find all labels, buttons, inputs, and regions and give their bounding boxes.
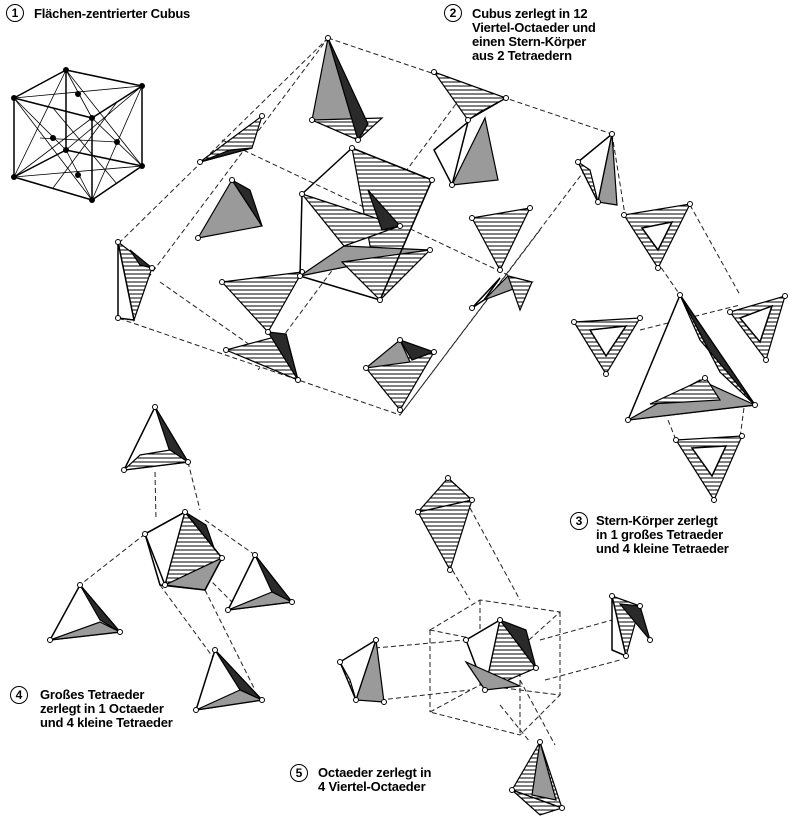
face-centered-cube — [11, 67, 145, 203]
small-tetrahedron-4-bottom — [194, 648, 265, 713]
small-tetrahedron-right — [728, 294, 788, 363]
octahedron-4-center — [143, 510, 225, 591]
label-1-caption: Flächen-zentrierter Cubus — [34, 7, 190, 21]
quarter-octahedron-top — [310, 36, 383, 143]
label-5-caption: Octaeder zerlegt in 4 Viertel-Octaeder — [318, 766, 431, 794]
quarter-octahedron-left — [116, 240, 155, 321]
quarter-octahedron-top-right — [432, 70, 509, 188]
large-tetrahedron-decomposed — [48, 405, 295, 713]
octahedron-5-center — [464, 618, 539, 693]
small-tetrahedron-4-left — [48, 583, 123, 643]
quarter-octahedron-center-right — [470, 206, 533, 311]
label-5-number: 5 — [290, 764, 308, 782]
quarter-octahedron-bottom — [364, 338, 437, 413]
small-tetrahedron-bottom — [674, 434, 745, 503]
label-3-caption: Stern-Körper zerlegt in 1 großes Tetraed… — [596, 514, 729, 556]
star-body-decomposed — [572, 202, 788, 503]
label-4-number: 4 — [10, 686, 28, 704]
small-tetrahedron-left — [572, 316, 643, 377]
label-2-number: 2 — [444, 4, 462, 22]
quarter-octahedron-right — [576, 132, 618, 206]
label-1-number: 1 — [6, 4, 24, 22]
small-tetrahedron-4-top — [122, 405, 191, 473]
quarter-octahedron-5-bottom — [510, 740, 565, 816]
quarter-octahedron-upper-left — [196, 114, 265, 241]
label-2-caption: Cubus zerlegt in 12 Viertel-Octaeder und… — [472, 7, 596, 63]
quarter-octahedron-5-top — [416, 476, 475, 573]
quarter-octahedron-5-right — [610, 594, 653, 659]
star-body-center — [298, 146, 435, 303]
small-tetrahedron-4-right — [226, 553, 295, 613]
label-3-number: 3 — [570, 512, 588, 530]
small-tetrahedron-top — [622, 202, 693, 271]
label-4-caption: Großes Tetraeder zerlegt in 1 Octaeder u… — [40, 688, 173, 730]
quarter-octahedron-lower-left — [220, 270, 305, 383]
